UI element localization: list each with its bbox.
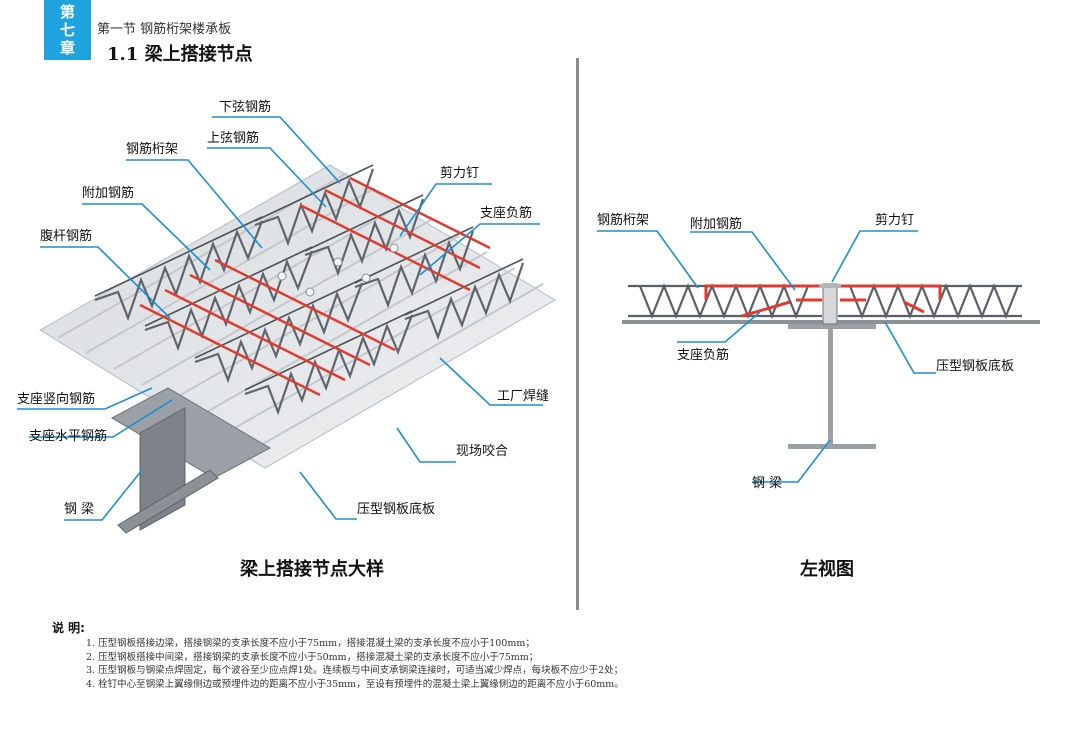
shear-stud <box>819 283 841 325</box>
left-truss <box>628 283 822 319</box>
label-steel-beam: 钢 梁 <box>64 502 94 517</box>
right-leader-lines <box>597 230 936 483</box>
chapter-char: 第 <box>59 3 75 21</box>
note-item: 4. 栓钉中心至钢梁上翼缘侧边或预埋件边的距离不应小于35mm，至设有预埋件的混… <box>86 678 624 690</box>
label-steel-truss: 钢筋桁架 <box>126 141 178 157</box>
notes-title: 说 明: <box>52 621 85 635</box>
chapter-char: 章 <box>59 39 75 57</box>
deck-plate <box>622 320 1040 324</box>
label-additional-bar: 附加钢筋 <box>82 185 134 201</box>
right-label-deck-plate: 压型钢板底板 <box>936 358 1014 374</box>
label-site-seam: 现场咬合 <box>456 443 508 459</box>
label-shear-stud: 剪力钉 <box>440 165 479 181</box>
beam-web <box>828 329 833 444</box>
shear-studs <box>277 243 399 297</box>
right-label-steel-beam: 钢 梁 <box>752 476 782 491</box>
left-figure-caption: 梁上搭接节点大样 <box>240 559 384 580</box>
leader-lines <box>17 116 543 521</box>
lap-joint-isometric-figure: 下弦钢筋 钢筋桁架 上弦钢筋 剪力钉 附加钢筋 支座负筋 腹杆钢筋 支座竖向钢筋… <box>17 99 556 534</box>
label-deck-plate: 压型钢板底板 <box>357 501 435 517</box>
label-support-vertical-bar: 支座竖向钢筋 <box>17 391 95 407</box>
red-rebars <box>139 176 491 397</box>
right-label-additional-bar: 附加钢筋 <box>690 216 742 232</box>
page-title: 1.1 梁上搭接节点 <box>107 44 253 65</box>
steel-trusses <box>94 168 525 416</box>
note-item: 1. 压型钢板搭接边梁，搭接钢梁的支承长度不应小于75mm，搭接混凝土梁的支承长… <box>86 638 535 649</box>
red-bars <box>704 284 942 318</box>
beam-bottom-flange <box>788 444 876 449</box>
label-lower-chord-bar: 下弦钢筋 <box>219 99 271 115</box>
chapter-tab: 第 七 章 <box>44 0 91 60</box>
steel-beam-body <box>110 387 272 534</box>
note-item: 3. 压型钢板与钢梁点焊固定，每个波谷至少应点焊1处。连续板与中间支承钢梁连接时… <box>86 665 624 676</box>
label-support-negative-bar: 支座负筋 <box>480 205 532 221</box>
figure-divider <box>576 58 579 610</box>
right-label-shear-stud: 剪力钉 <box>875 212 914 228</box>
right-label-support-negative-bar: 支座负筋 <box>677 347 729 363</box>
label-support-horizontal-bar: 支座水平钢筋 <box>29 428 107 444</box>
label-upper-chord-bar: 上弦钢筋 <box>207 130 259 146</box>
right-figure-caption: 左视图 <box>800 559 854 580</box>
section-name: 第一节 钢筋桁架楼承板 <box>97 22 232 37</box>
notes-list: 1. 压型钢板搭接边梁，搭接钢梁的支承长度不应小于75mm，搭接混凝土梁的支承长… <box>86 637 624 691</box>
beam-top-flange <box>788 324 876 329</box>
label-factory-weld: 工厂焊缝 <box>497 388 549 404</box>
label-web-bar: 腹杆钢筋 <box>40 228 92 244</box>
chapter-char: 七 <box>59 21 75 39</box>
note-item: 2. 压型钢板搭接中间梁，搭接钢梁的支承长度不应小于50mm，搭接混凝土梁的支承… <box>86 651 539 663</box>
right-label-steel-truss: 钢筋桁架 <box>597 212 649 228</box>
deck-plate-surface <box>39 164 556 469</box>
right-truss <box>838 283 1022 319</box>
